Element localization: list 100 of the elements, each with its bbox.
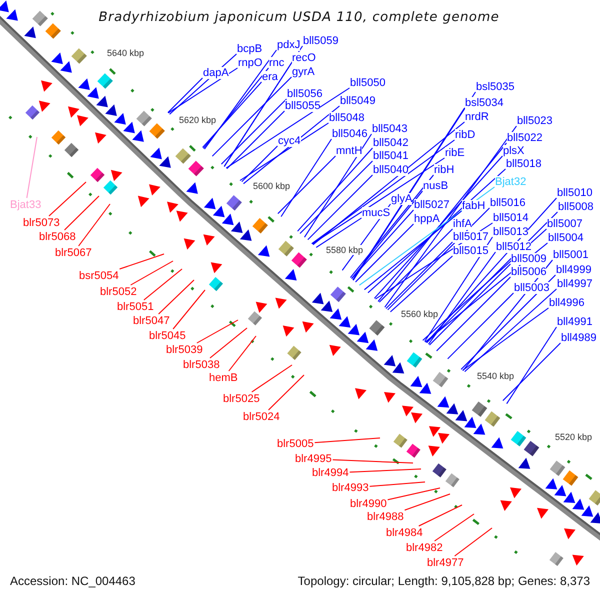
- gene-label: blr4990: [350, 498, 387, 510]
- gene-label: bll5042: [373, 137, 408, 149]
- gene-label: bsl5035: [476, 81, 515, 93]
- gene-label: bll4989: [561, 332, 596, 344]
- tick-label: 5540 kbp: [477, 371, 514, 381]
- leader-line: [167, 78, 203, 114]
- leader-line: [387, 208, 490, 310]
- leader-line: [48, 182, 86, 216]
- gene-label: bll5004: [548, 232, 584, 244]
- leader-line: [196, 320, 238, 344]
- leader-line: [312, 158, 445, 244]
- gene-label: bll4991: [557, 316, 592, 328]
- gene-label: bll4997: [557, 278, 592, 290]
- gene-label: bll5050: [350, 77, 386, 89]
- leader-line: [384, 126, 517, 308]
- leader-line: [168, 68, 238, 114]
- gene-label: blr4977: [427, 557, 464, 569]
- leader-line: [143, 268, 182, 300]
- leader-line: [277, 156, 336, 214]
- gene-label: bll5014: [493, 212, 528, 224]
- leader-line: [226, 110, 285, 170]
- leader-line: [352, 92, 476, 281]
- gene-label: bll5008: [558, 201, 594, 213]
- gene-label: rnpO: [238, 57, 262, 69]
- leader-line: [268, 374, 304, 410]
- gene-label: bll5006: [511, 266, 546, 278]
- leader-line: [404, 494, 450, 511]
- leader-line: [220, 98, 287, 165]
- gene-label: ribE: [445, 147, 465, 159]
- leader-line: [352, 108, 465, 280]
- gene-label: blr4988: [367, 511, 404, 523]
- gene-label: ihfA: [453, 218, 472, 230]
- leader-line: [368, 168, 506, 294]
- leader-line: [351, 190, 423, 279]
- leader-line: [364, 210, 462, 290]
- leader-line: [212, 76, 292, 157]
- leader-line: [210, 328, 248, 358]
- leader-line: [26, 136, 38, 198]
- leader-line: [280, 138, 332, 218]
- leader-line: [228, 336, 256, 372]
- leader-line: [314, 438, 380, 444]
- gene-label: bll5009: [511, 253, 546, 265]
- gene-label: blr5025: [223, 393, 260, 405]
- gene-label: rnc: [269, 57, 284, 69]
- tick-label: 5560 kbp: [401, 309, 438, 319]
- tick-label: 5640 kbp: [107, 48, 144, 58]
- gene-label: blr4982: [406, 542, 443, 554]
- gene-label: blr4984: [386, 527, 423, 539]
- leader-line: [304, 134, 372, 238]
- leader-line: [454, 528, 492, 556]
- leader-line: [226, 88, 350, 169]
- tick-label: 5580 kbp: [326, 245, 364, 255]
- gene-label: blr5068: [39, 231, 76, 243]
- gene-label: blr5045: [149, 330, 186, 342]
- gene-label: nusB: [423, 180, 448, 192]
- gene-label: ribH: [434, 164, 454, 176]
- gene-label: bll5055: [285, 100, 320, 112]
- leader-line: [502, 342, 561, 402]
- leader-line: [240, 122, 329, 181]
- gene-label: cyc4: [278, 135, 301, 147]
- leader-line: [312, 122, 465, 246]
- gene-label: bll5049: [340, 95, 376, 107]
- leader-line: [418, 504, 462, 526]
- leader-line: [251, 364, 292, 392]
- gene-label: bsl5034: [465, 97, 504, 109]
- gene-label: dapA: [203, 67, 229, 79]
- gene-label: nrdR: [465, 111, 489, 123]
- gene-label: bll5017: [453, 231, 488, 243]
- leader-line: [460, 274, 556, 370]
- gene-label: bsr5054: [79, 270, 119, 282]
- gene-label: bll5016: [490, 197, 526, 209]
- gene-label: bll5059: [303, 35, 338, 47]
- gene-label: bll4999: [556, 264, 592, 276]
- leader-line: [202, 68, 269, 149]
- gene-label: bll5023: [517, 115, 552, 127]
- leader-line: [434, 514, 474, 542]
- gene-label: gyrA: [292, 66, 315, 78]
- leader-line: [355, 224, 414, 282]
- gene-label: bcpB: [237, 43, 262, 55]
- gene-label: pdxJ: [277, 39, 300, 51]
- leader-line: [224, 62, 292, 168]
- leader-line: [243, 106, 340, 184]
- gene-label: blr4994: [312, 467, 349, 479]
- leader-line: [428, 252, 496, 345]
- gene-label: bll5013: [493, 226, 528, 238]
- gene-label: recO: [292, 52, 316, 64]
- leader-line: [350, 174, 434, 278]
- gene-label: blr5051: [117, 301, 154, 313]
- tick-label: 5600 kbp: [253, 181, 290, 191]
- leader-line: [390, 256, 453, 312]
- gene-label: hemB: [209, 372, 238, 384]
- gene-label: blr5047: [133, 315, 170, 327]
- gene-label: blr5024: [243, 411, 280, 423]
- gene-label: bll5056: [287, 88, 322, 100]
- gene-label: bll5027: [414, 199, 450, 211]
- leader-line: [424, 236, 493, 342]
- leader-line: [316, 218, 362, 248]
- gene-label: bll5041: [373, 150, 408, 162]
- leader-line: [358, 186, 495, 286]
- gene-label: blr5038: [183, 359, 220, 371]
